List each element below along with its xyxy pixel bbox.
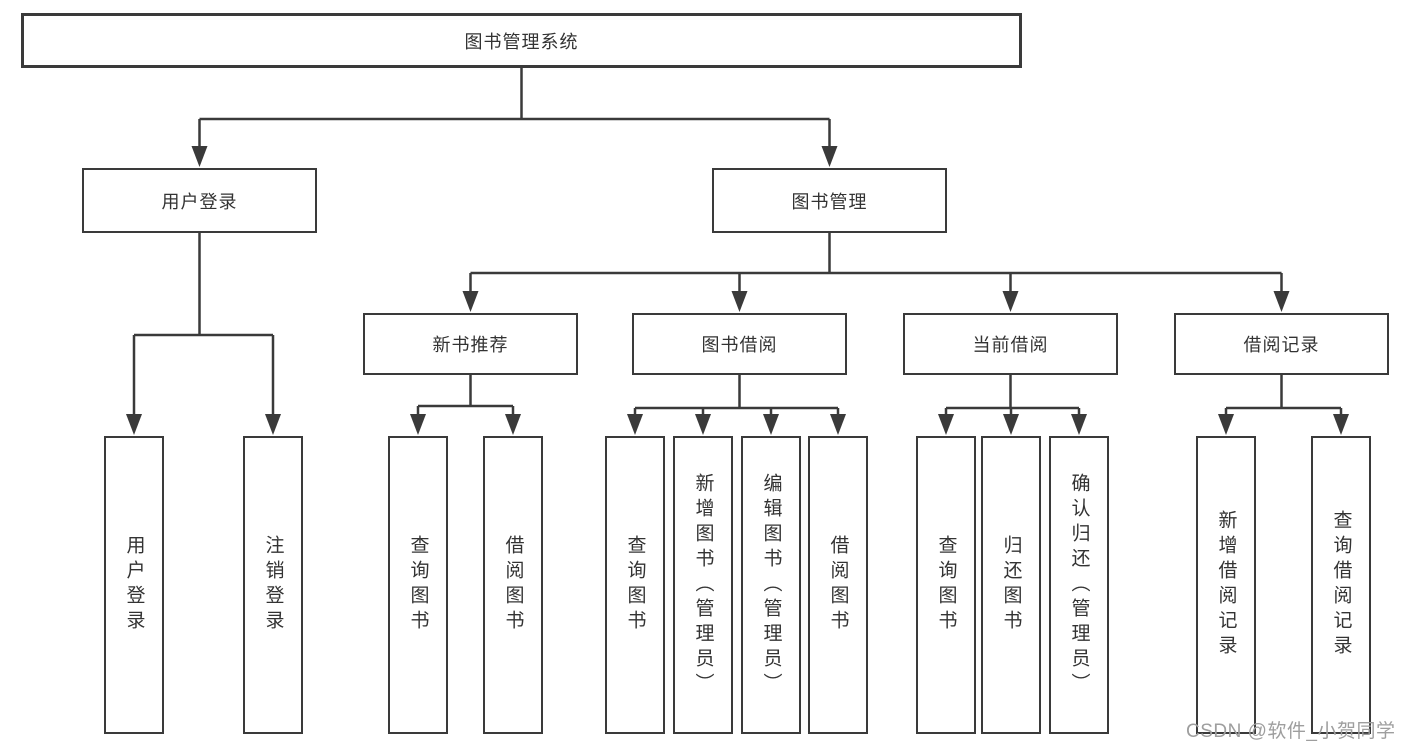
leaf-query-books-recommend-label: 查询图书: [407, 535, 429, 635]
node-library-system-label: 图书管理系统: [464, 31, 579, 52]
node-borrow-records: 借阅记录: [1174, 313, 1389, 375]
leaf-edit-books-admin-label: 编辑图书（管理员）: [760, 472, 782, 698]
leaf-query-borrow-record: 查询借阅记录: [1311, 436, 1371, 734]
leaf-logout: 注销登录: [243, 436, 303, 734]
leaf-edit-books-admin: 编辑图书（管理员）: [741, 436, 801, 734]
leaf-query-books-borrow-label: 查询图书: [624, 535, 646, 635]
node-user-login-label: 用户登录: [161, 191, 238, 212]
leaf-user-login-label: 用户登录: [123, 535, 145, 635]
leaf-query-books-current-label: 查询图书: [935, 535, 957, 635]
node-book-borrow: 图书借阅: [632, 313, 847, 375]
leaf-add-books-admin: 新增图书（管理员）: [673, 436, 733, 734]
leaf-borrow-books-label: 借阅图书: [827, 535, 849, 635]
leaf-return-books: 归还图书: [981, 436, 1041, 734]
csdn-watermark: CSDN @软件_小贺同学: [1186, 721, 1396, 742]
node-new-book-recommend: 新书推荐: [363, 313, 578, 375]
leaf-query-books-recommend: 查询图书: [388, 436, 448, 734]
leaf-query-borrow-record-label: 查询借阅记录: [1330, 510, 1352, 660]
leaf-borrow-books-recommend-label: 借阅图书: [502, 535, 524, 635]
leaf-confirm-return-admin: 确认归还（管理员）: [1049, 436, 1109, 734]
leaf-logout-label: 注销登录: [262, 535, 284, 635]
node-current-borrow: 当前借阅: [903, 313, 1118, 375]
node-current-borrow-label: 当前借阅: [972, 335, 1049, 355]
node-borrow-records-label: 借阅记录: [1243, 335, 1320, 355]
node-library-system: 图书管理系统: [21, 13, 1022, 68]
leaf-confirm-return-admin-label: 确认归还（管理员）: [1068, 472, 1090, 698]
leaf-add-borrow-record: 新增借阅记录: [1196, 436, 1256, 734]
leaf-add-books-admin-label: 新增图书（管理员）: [692, 472, 714, 698]
leaf-borrow-books: 借阅图书: [808, 436, 868, 734]
node-new-book-recommend-label: 新书推荐: [432, 335, 509, 355]
leaf-user-login: 用户登录: [104, 436, 164, 734]
leaf-query-books-current: 查询图书: [916, 436, 976, 734]
node-book-management: 图书管理: [712, 168, 947, 233]
leaf-add-borrow-record-label: 新增借阅记录: [1215, 510, 1237, 660]
node-book-management-label: 图书管理: [791, 191, 868, 212]
leaf-borrow-books-recommend: 借阅图书: [483, 436, 543, 734]
leaf-query-books-borrow: 查询图书: [605, 436, 665, 734]
node-user-login: 用户登录: [82, 168, 317, 233]
node-book-borrow-label: 图书借阅: [701, 335, 778, 355]
leaf-return-books-label: 归还图书: [1000, 535, 1022, 635]
